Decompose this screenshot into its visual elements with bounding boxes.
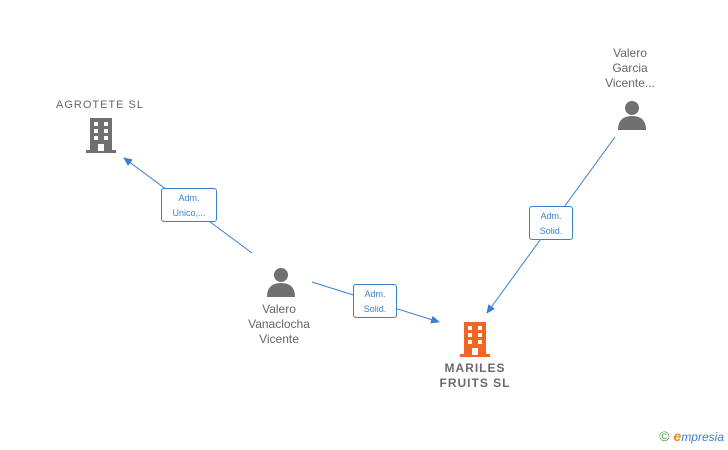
person-icon[interactable] <box>618 101 646 130</box>
brand-e: e <box>673 428 682 444</box>
empresia-logo[interactable]: ©empresia <box>659 428 724 444</box>
node-label-agrotete[interactable]: AGROTETE SL <box>55 99 145 111</box>
brand-text: mpresia <box>681 430 724 444</box>
node-label-valero-garcia[interactable]: Valero Garcia Vicente... <box>605 46 655 90</box>
edge-label-adm-unico: Adm. Unico,... <box>161 188 217 222</box>
node-label-mariles[interactable]: MARILES FRUITS SL <box>439 361 511 390</box>
person-icon[interactable] <box>267 268 295 297</box>
building-icon-highlight[interactable] <box>460 322 490 357</box>
node-label-valero-vanaclocha[interactable]: Valero Vanaclocha Vicente <box>248 302 310 346</box>
building-icon[interactable] <box>86 118 116 153</box>
edge-label-adm-solid-vanaclocha: Adm. Solid. <box>353 284 397 318</box>
copyright-icon: © <box>659 428 670 444</box>
edge-label-adm-solid-garcia: Adm. Solid. <box>529 206 573 240</box>
